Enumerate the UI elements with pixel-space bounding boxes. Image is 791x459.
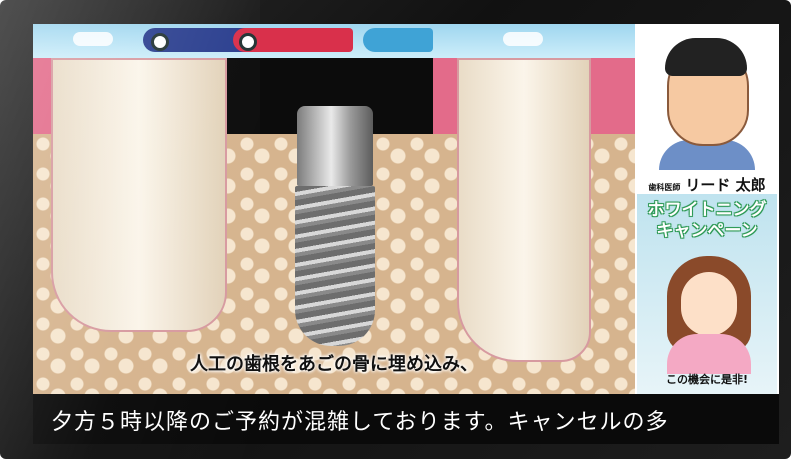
subtitle-caption: 人工の歯根をあごの骨に埋め込み、 — [33, 350, 635, 376]
promo-title-line2: キャンペーン — [643, 221, 771, 242]
sidebar-panel: 歯科医師 リード 太郎 ホワイトニング キャンペーン この機会に是非! — [635, 24, 779, 394]
doctor-role: 歯科医師 — [648, 183, 680, 192]
promo-footer: この機会に是非! — [637, 371, 777, 387]
woman-face — [681, 272, 737, 336]
promo-title-line1: ホワイトニング — [643, 200, 771, 221]
left-tooth — [51, 58, 227, 332]
dental-implant-icon — [295, 106, 375, 356]
news-ticker: 夕方５時以降のご予約が混雑しております。キャンセルの多 — [33, 394, 779, 444]
implant-illustration: 人工の歯根をあごの骨に埋め込み、 — [33, 24, 635, 394]
doctor-name: リード 太郎 — [685, 176, 765, 194]
woman-body — [667, 334, 751, 374]
doctor-portrait-icon — [645, 28, 769, 170]
koinobori-banner-icon — [33, 24, 635, 58]
promo-title: ホワイトニング キャンペーン — [643, 200, 771, 242]
right-tooth — [457, 58, 591, 362]
ticker-text: 夕方５時以降のご予約が混雑しております。キャンセルの多 — [51, 404, 668, 436]
whitening-promo: ホワイトニング キャンペーン この機会に是非! — [637, 194, 777, 394]
doctor-credit: 歯科医師 リード 太郎 — [639, 174, 775, 195]
signage-screen: 人工の歯根をあごの骨に埋め込み、 歯科医師 リード 太郎 ホワイトニング キャン… — [33, 24, 779, 444]
